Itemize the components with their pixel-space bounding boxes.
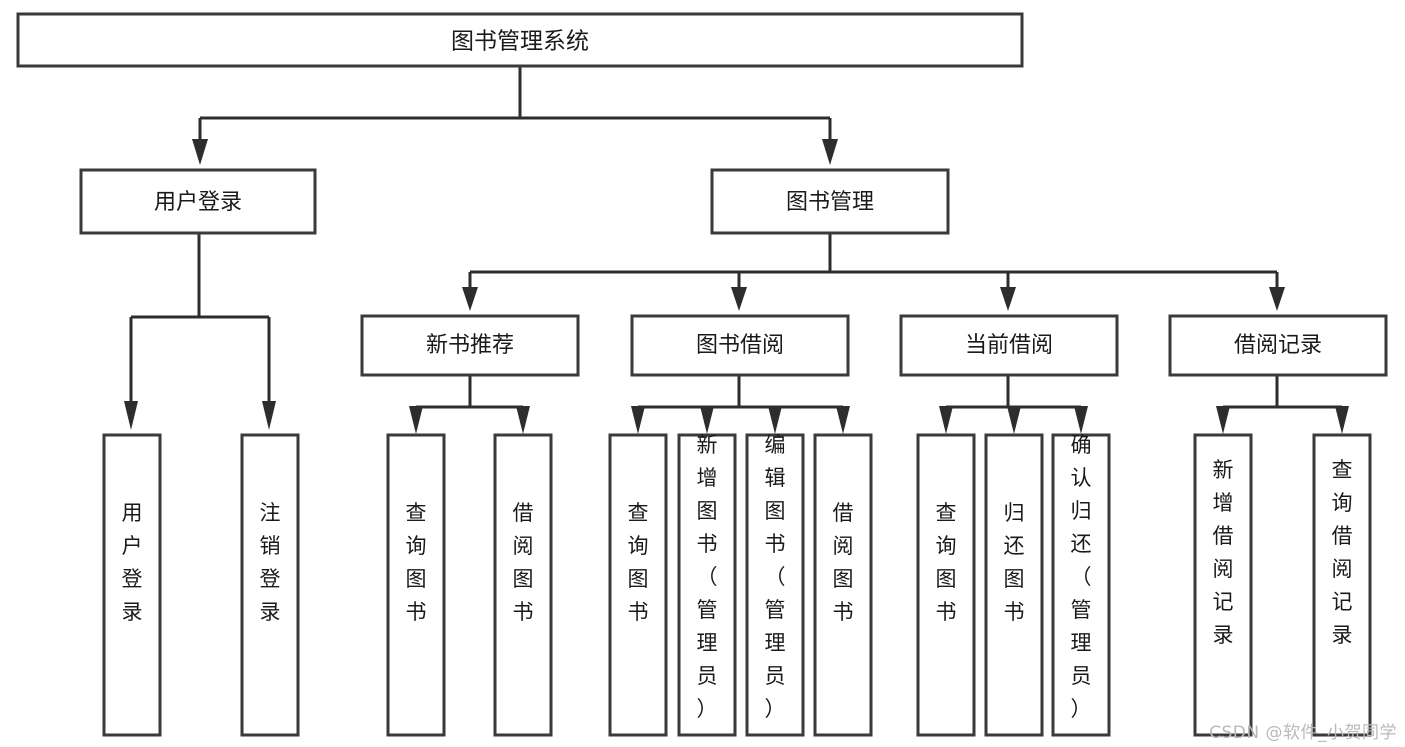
node-root-system-label: 图书管理系统 <box>451 29 589 55</box>
leaf-node[interactable]: 借阅图书 <box>493 433 553 737</box>
leaf-currentborrow-return-label: 归还图书 <box>1004 501 1025 624</box>
leaf-borrowrecord-add-box <box>1193 433 1253 737</box>
leaf-currentborrow-query-label: 查询图书 <box>936 501 957 624</box>
arrow-head-currentborrow-leaf-3 <box>1074 406 1088 434</box>
leaf-node[interactable]: 用户登录 <box>102 433 162 737</box>
leaf-bookborrow-borrow-box <box>813 433 873 737</box>
node-borrow-record-box <box>1168 314 1388 377</box>
node-new-book-recommend-label: 新书推荐 <box>426 333 514 358</box>
node-user-login[interactable]: 用户登录 <box>79 168 317 235</box>
arrow-head-userlogin-leaf-1 <box>124 401 138 430</box>
arrow-head-new-book <box>462 287 478 311</box>
arrow-head-bookborrow-leaf-4 <box>836 406 850 434</box>
connectors-layer <box>124 66 1349 434</box>
leaf-bookborrow-borrow-label: 借阅图书 <box>833 501 854 624</box>
leaf-borrowrecord-add-label: 新增借阅记录 <box>1213 458 1234 647</box>
node-new-book-recommend[interactable]: 新书推荐 <box>360 314 580 377</box>
leaf-node[interactable]: 确认归还（管理员） <box>1051 433 1111 737</box>
leaf-node[interactable]: 查询图书 <box>916 433 976 737</box>
leaf-node[interactable]: 归还图书 <box>984 433 1044 737</box>
leaf-node[interactable]: 查询图书 <box>608 433 668 737</box>
node-book-manage[interactable]: 图书管理 <box>710 168 950 235</box>
node-current-borrow-box <box>899 314 1119 377</box>
leaf-newbook-borrow-label: 借阅图书 <box>513 501 534 624</box>
node-new-book-recommend-box <box>360 314 580 377</box>
leaf-logout-box <box>240 433 300 737</box>
leaf-user-login-box <box>102 433 162 737</box>
arrow-head-borrowrecord-leaf-2 <box>1335 406 1349 434</box>
arrow-head-userlogin-leaf-2 <box>262 401 276 430</box>
leaf-newbook-query-label: 查询图书 <box>406 501 427 624</box>
arrow-head-borrow-record <box>1269 287 1285 311</box>
leaf-node[interactable]: 编辑图书（管理员） <box>745 433 805 737</box>
arrow-head-currentborrow-leaf-1 <box>939 406 953 434</box>
arrow-head-newbook-leaf-1 <box>409 406 423 434</box>
leaf-currentborrow-confirm-box <box>1051 433 1111 737</box>
node-book-borrow-box <box>630 314 850 377</box>
leaf-node[interactable]: 查询借阅记录 <box>1312 433 1372 737</box>
leaf-node[interactable]: 借阅图书 <box>813 433 873 737</box>
node-root-system-box <box>16 12 1024 68</box>
leaf-node[interactable]: 新增图书（管理员） <box>677 433 737 737</box>
arrow-head-currentborrow-leaf-2 <box>1007 406 1021 434</box>
leaf-node[interactable]: 注销登录 <box>240 433 300 737</box>
leaf-borrowrecord-query-box <box>1312 433 1372 737</box>
leaf-currentborrow-query-box <box>916 433 976 737</box>
node-book-borrow[interactable]: 图书借阅 <box>630 314 850 377</box>
arrow-head-book-manage <box>822 139 838 165</box>
leaf-user-login-label: 用户登录 <box>122 501 143 624</box>
leaf-borrowrecord-query-label: 查询借阅记录 <box>1332 458 1353 647</box>
node-borrow-record[interactable]: 借阅记录 <box>1168 314 1388 377</box>
arrow-head-bookborrow-leaf-2 <box>700 406 714 434</box>
arrow-head-user-login <box>192 139 208 165</box>
leaf-currentborrow-confirm-label: 确认归还（管理员） <box>1071 433 1092 721</box>
node-root-system[interactable]: 图书管理系统 <box>16 12 1024 68</box>
leaf-bookborrow-query-box <box>608 433 668 737</box>
leaf-currentborrow-return-box <box>984 433 1044 737</box>
leaf-newbook-query-box <box>386 433 446 737</box>
node-book-manage-box <box>710 168 950 235</box>
arrow-head-newbook-leaf-2 <box>516 406 530 434</box>
arrow-head-book-borrow <box>731 287 747 311</box>
leaf-bookborrow-query-label: 查询图书 <box>628 501 649 624</box>
leaf-bookborrow-add-label: 新增图书（管理员） <box>697 433 718 721</box>
arrow-head-bookborrow-leaf-1 <box>631 406 645 434</box>
node-current-borrow[interactable]: 当前借阅 <box>899 314 1119 377</box>
node-book-manage-label: 图书管理 <box>786 190 874 215</box>
arrow-head-bookborrow-leaf-3 <box>768 406 782 434</box>
leaf-bookborrow-edit-label: 编辑图书（管理员） <box>765 433 786 721</box>
node-user-login-box <box>79 168 317 235</box>
node-current-borrow-label: 当前借阅 <box>965 333 1053 358</box>
leaf-node[interactable]: 新增借阅记录 <box>1193 433 1253 737</box>
node-book-borrow-label: 图书借阅 <box>696 333 784 358</box>
node-user-login-label: 用户登录 <box>154 190 242 215</box>
csdn-watermark: CSDN @软件_小贺同学 <box>1209 723 1397 743</box>
leaf-newbook-borrow-box <box>493 433 553 737</box>
arrow-head-current-borrow <box>1000 287 1016 311</box>
leaf-logout-label: 注销登录 <box>260 501 281 624</box>
leaf-bookborrow-add-box <box>677 433 737 737</box>
node-borrow-record-label: 借阅记录 <box>1234 333 1322 358</box>
arrow-head-borrowrecord-leaf-1 <box>1216 406 1230 434</box>
leaf-node[interactable]: 查询图书 <box>386 433 446 737</box>
leaf-bookborrow-edit-box <box>745 433 805 737</box>
